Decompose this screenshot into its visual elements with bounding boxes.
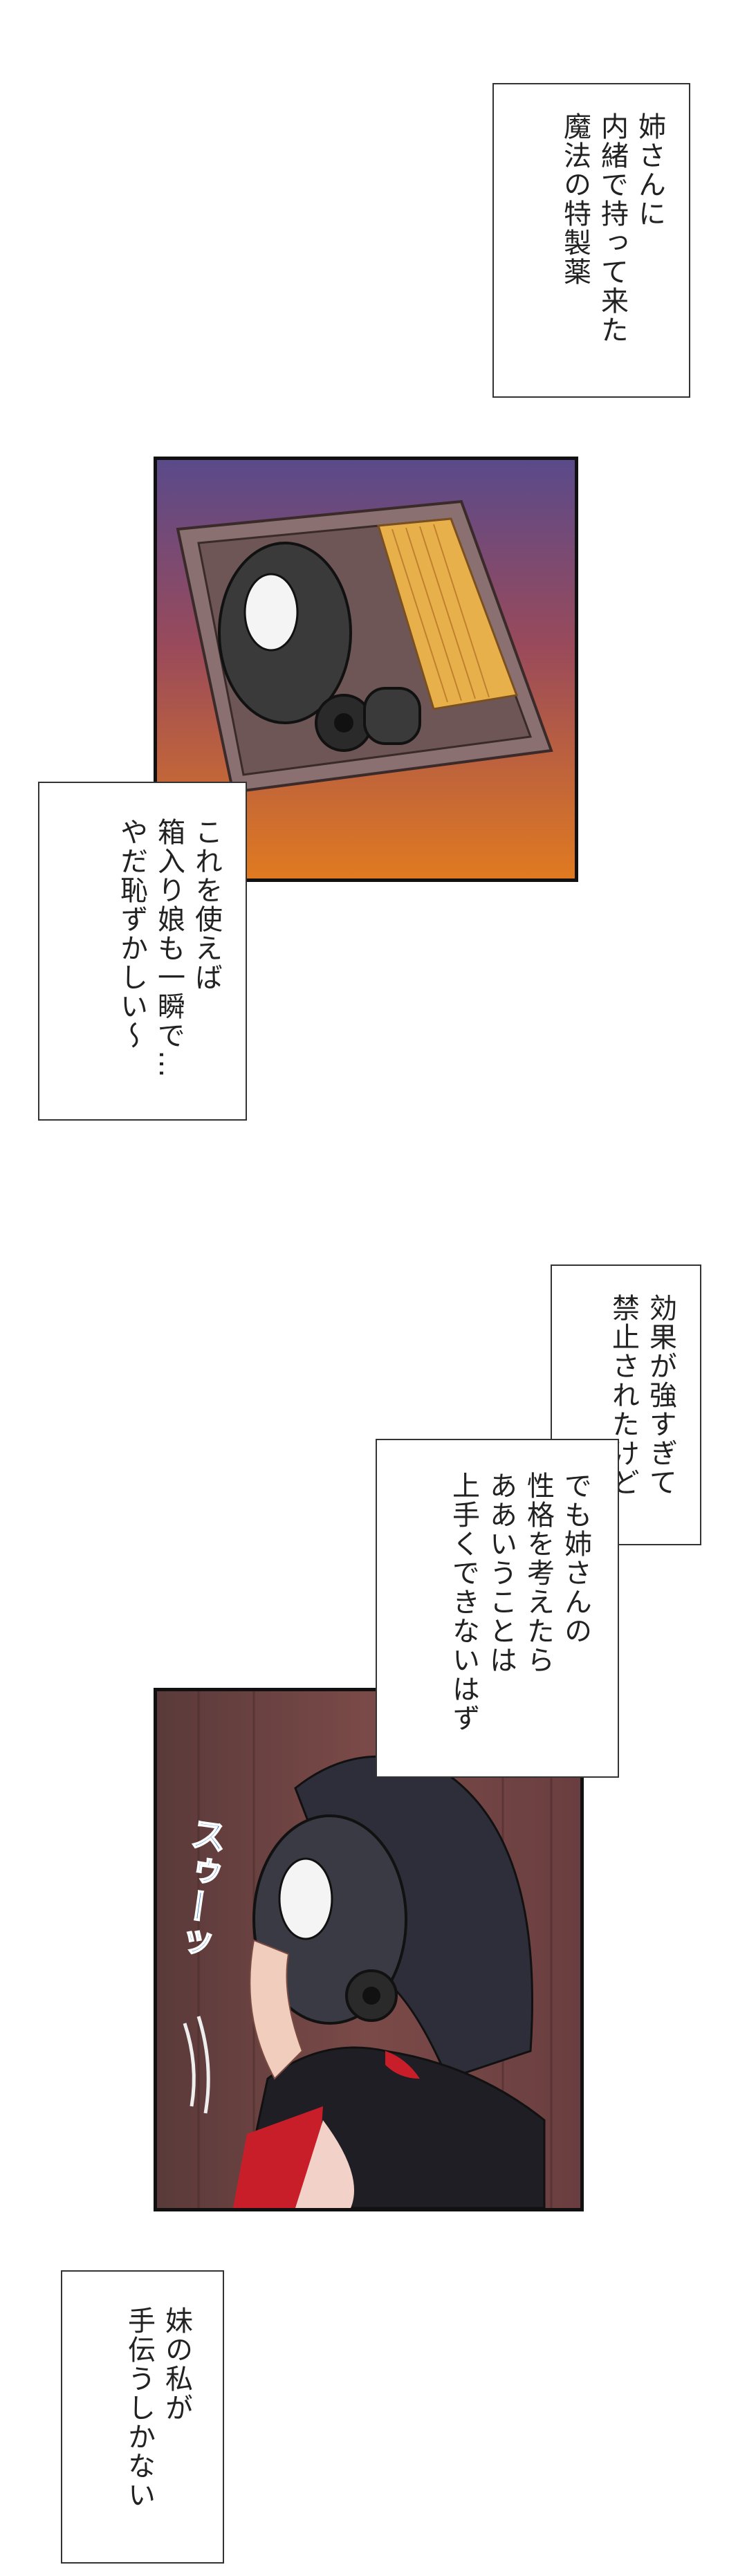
- panel-gas-mask-box: [154, 457, 578, 882]
- caption-line: これを使えば: [190, 818, 222, 992]
- caption-line: 姉さんに: [634, 112, 665, 228]
- caption-text-1: 姉さんに 内緒で持って来た 魔法の特製薬: [556, 112, 668, 375]
- panel-girl-gas-mask: スゥーッ: [154, 1688, 584, 2211]
- caption-line: やだ恥ずかしい〜: [116, 818, 147, 1050]
- gas-mask-box-illustration: [176, 499, 553, 794]
- caption-line: 内緒で持って来た: [596, 112, 628, 344]
- caption-text-4: でも姉さんの 性格を考えたら ああいうことは 上手くできないはず: [445, 1471, 594, 1762]
- caption-line: ああいうことは: [485, 1471, 517, 1675]
- caption-box-4: でも姉さんの 性格を考えたら ああいうことは 上手くできないはず: [376, 1439, 619, 1778]
- caption-line: 性格を考えたら: [522, 1471, 554, 1675]
- caption-box-2: これを使えば 箱入り娘も一瞬で… やだ恥ずかしい〜: [38, 782, 247, 1121]
- caption-text-2: これを使えば 箱入り娘も一瞬で… やだ恥ずかしい〜: [113, 818, 225, 1101]
- caption-line: でも姉さんの: [560, 1471, 591, 1646]
- caption-line: 効果が強すぎて: [645, 1294, 676, 1497]
- caption-box-1: 姉さんに 内緒で持って来た 魔法の特製薬: [492, 83, 690, 398]
- caption-line: 箱入り娘も一瞬で…: [153, 818, 185, 1079]
- caption-line: 手伝うしかない: [123, 2306, 155, 2510]
- caption-box-5: 妹の私が 手伝うしかない: [61, 2270, 224, 2564]
- caption-text-5: 妹の私が 手伝うしかない: [120, 2306, 195, 2541]
- girl-gas-mask-illustration: [183, 1691, 553, 2208]
- caption-line: 上手くできないはず: [448, 1471, 479, 1733]
- caption-line: 妹の私が: [160, 2306, 192, 2422]
- caption-line: 魔法の特製薬: [559, 112, 591, 286]
